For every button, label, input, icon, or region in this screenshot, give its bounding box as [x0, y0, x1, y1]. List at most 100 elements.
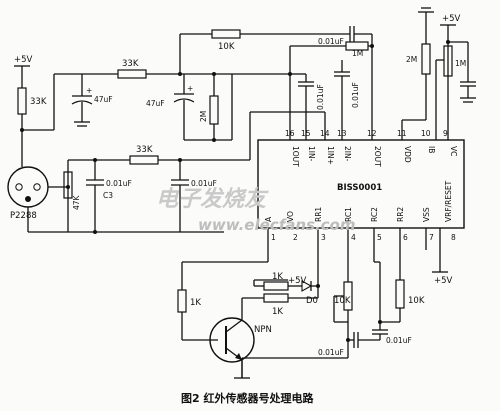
cap-bot2-label: 0.01uF — [318, 348, 344, 357]
figure-caption: 图2 红外传感器号处理电路 — [181, 391, 314, 405]
ic-pin-number: 3 — [321, 233, 326, 242]
junction-dot — [212, 72, 216, 76]
ic-pin-name: RR2 — [396, 207, 405, 222]
resistor-2m-right — [421, 43, 431, 75]
junction-dot — [178, 158, 182, 162]
junction-dot — [316, 284, 320, 288]
ic-pin-number: 1 — [271, 233, 276, 242]
junction-dot — [93, 158, 97, 162]
vcc-right-label: +5V — [442, 14, 461, 24]
junction-dot — [20, 128, 24, 132]
cap-top-label: 0.01uF — [318, 37, 344, 46]
cap-47u-left-label: 47uF — [94, 95, 113, 104]
r-10k-b2-label: 10K — [408, 296, 425, 306]
r-1m-right-label: 1M — [455, 59, 466, 68]
ic-pin-number: 7 — [429, 233, 434, 242]
cap-47u-left-plus: + — [86, 86, 92, 95]
resistor-1m-right — [443, 45, 453, 77]
resistor-2m-mid — [209, 95, 219, 125]
watermark-url: www.elecfans.com — [198, 216, 355, 234]
diode-d0-label: D0 — [306, 296, 318, 306]
resistor-47k — [63, 171, 73, 199]
ic-pin-number: 10 — [421, 129, 431, 138]
c2-value-label: 0.01uF — [191, 179, 217, 188]
ic-pin-number: 8 — [451, 233, 456, 242]
ic-pin-name: IB — [427, 146, 436, 153]
ic-pin-name: 2OUT — [373, 146, 382, 167]
junction-dot — [378, 320, 382, 324]
sensor-label: P2288 — [10, 211, 37, 221]
vcc-left-label: +5V — [14, 55, 33, 65]
junction-dot — [66, 185, 70, 189]
resistor-33k-top — [117, 69, 147, 79]
resistor-33k-mid — [129, 155, 159, 165]
ic-pin-name: 1IN- — [307, 146, 316, 162]
c3-value-label: 0.01uF — [106, 179, 132, 188]
cap-p15-label: 0.01uF — [316, 84, 325, 110]
ic-pin-name: VSS — [422, 207, 431, 222]
r-10k-b1-label: 10K — [334, 296, 351, 306]
junction-dot — [288, 72, 292, 76]
r-33k-top-label: 33K — [122, 59, 139, 69]
ic-pin-name: RR1 — [314, 207, 323, 222]
junction-dot — [446, 40, 450, 44]
ic-body — [257, 139, 465, 229]
ic-pin-name: A — [264, 216, 273, 222]
cap-bot1-label: 0.01uF — [386, 336, 412, 345]
ic-pin-number: 4 — [351, 233, 356, 242]
ic-pin-name: 2IN- — [343, 146, 352, 162]
ic-pin-name: VC — [449, 146, 458, 156]
junction-dot — [212, 138, 216, 142]
diode-d0 — [301, 280, 313, 292]
ic-pin-name: VO — [286, 211, 295, 222]
r-1k-b-label: 1K — [272, 307, 283, 317]
sensor-pin — [33, 183, 41, 191]
ic-pin-name: 1IN+ — [326, 146, 335, 165]
vcc-mid-label: +5V — [288, 276, 307, 286]
c3-label: C3 — [103, 191, 113, 200]
resistor-1k-a — [263, 281, 289, 291]
cap-47u-mid-curve — [173, 98, 195, 103]
cap-47u-left-curve — [71, 100, 93, 105]
ic-pin-name: RC2 — [370, 207, 379, 222]
r-33k-mid-label: 33K — [136, 145, 153, 155]
junction-dot — [93, 230, 97, 234]
ic-pin-name: VDD — [403, 146, 412, 163]
ic-pin-number: 2 — [293, 233, 298, 242]
r-1k-a-label: 1K — [272, 272, 283, 282]
cap-47u-mid-plus: + — [187, 84, 193, 93]
resistor-1k-left — [177, 289, 187, 313]
r-33k-left-label: 33K — [30, 97, 47, 107]
npn-collector — [225, 319, 243, 333]
ic-pin-name: VRF/RESET — [444, 180, 453, 222]
junction-dot — [370, 44, 374, 48]
npn-label: NPN — [254, 325, 272, 335]
junction-dot — [178, 72, 182, 76]
ic-pin-name: RC1 — [344, 207, 353, 222]
ic-pin-number: 5 — [377, 233, 382, 242]
junction-dot — [346, 338, 350, 342]
r-1m-top-label: 1M — [352, 49, 363, 58]
r-10k-top-label: 10K — [218, 42, 235, 52]
sensor-pin — [15, 183, 23, 191]
ic-pin-number: 9 — [443, 129, 448, 138]
ic-pin-name: 1OUT — [291, 146, 300, 167]
watermark-cn: 电子发烧友 — [156, 186, 269, 212]
resistor-1k-b — [263, 293, 289, 303]
vcc-bottom-label: +5V — [434, 276, 453, 286]
npn-transistor — [209, 317, 255, 363]
npn-emitter-arrow — [235, 353, 242, 360]
r-2m-right-label: 2M — [406, 55, 417, 64]
resistor-33k-left — [17, 87, 27, 115]
r-2m-mid-label: 2M — [199, 111, 208, 122]
cap-47u-mid-label: 47uF — [146, 99, 165, 108]
r-47k-label: 47K — [72, 194, 81, 210]
cap-p13-label: 0.01uF — [351, 82, 360, 108]
resistor-10k-top — [211, 29, 241, 39]
ic-name: BISS0001 — [337, 183, 382, 193]
resistor-10k-b2 — [395, 279, 405, 309]
sensor-pin — [25, 196, 31, 202]
